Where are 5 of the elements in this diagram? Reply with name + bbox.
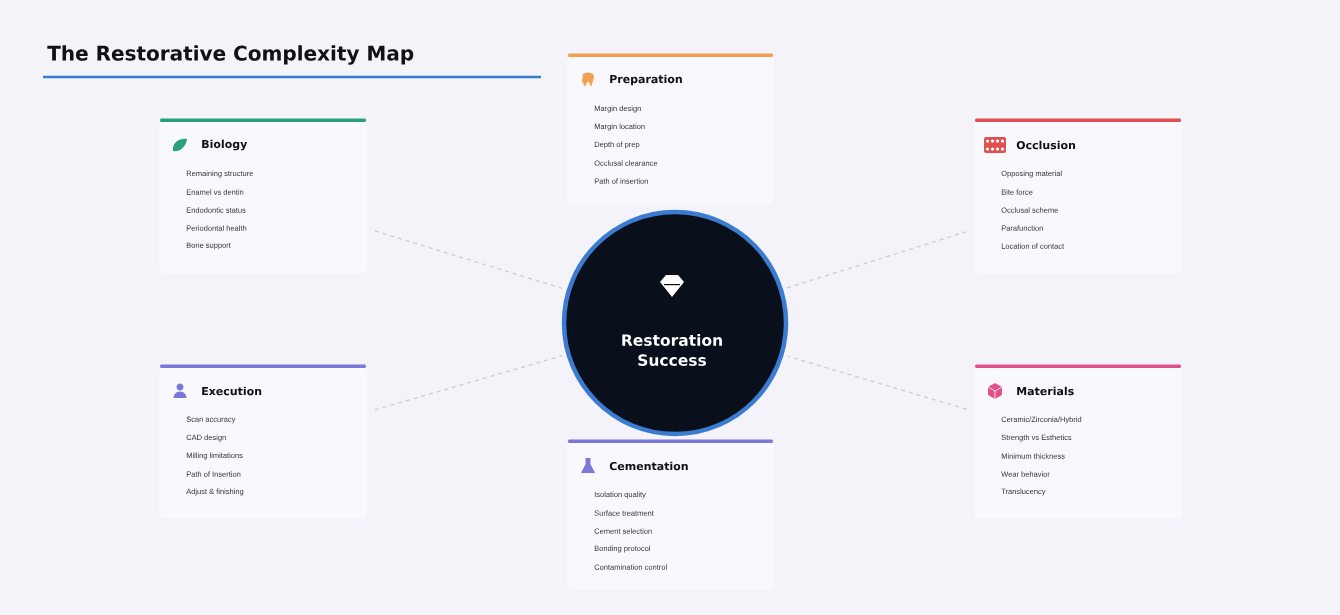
connector-line [374,355,563,411]
connector-line [374,230,564,290]
connector-line [786,231,967,289]
connector-line [786,355,967,410]
title: The Restorative Complexity Map [47,45,414,65]
